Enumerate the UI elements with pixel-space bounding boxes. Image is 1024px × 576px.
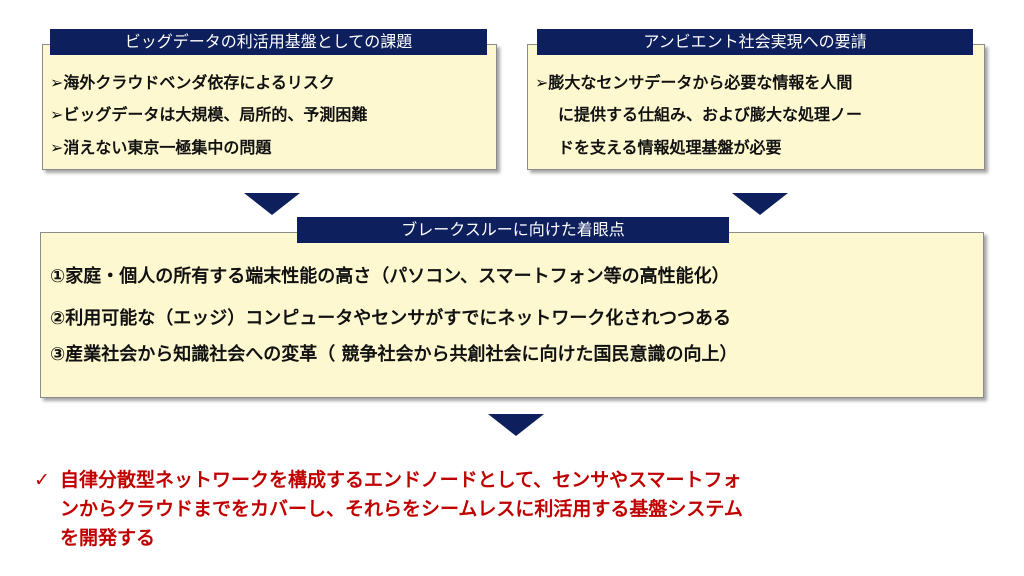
panel-left [42, 44, 497, 170]
panel-right-line-2: に提供する仕組み、および膨大な処理ノー [558, 105, 863, 124]
panel-center [40, 232, 984, 398]
panel-right-line-3: ドを支える情報処理基盤が必要 [558, 138, 782, 157]
panel-center-item-1: ①家庭・個人の所有する端末性能の高さ（パソコン、スマートフォン等の高性能化） [50, 266, 730, 287]
check-icon: ✓ [34, 469, 50, 491]
panel-right [527, 44, 985, 170]
panel-left-item-1: ➢海外クラウドベンダ依存によるリスク [50, 73, 335, 92]
panel-left-item-3: ➢消えない東京一極集中の問題 [50, 138, 272, 157]
conclusion: ✓ 自律分散型ネットワークを構成するエンドノードとして、センサやスマートフォ ンか… [34, 466, 994, 553]
panel-right-title: アンビエント社会実現への要請 [537, 29, 973, 55]
panel-left-item-2: ➢ビッグデータは大規模、局所的、予測困難 [50, 105, 368, 124]
conclusion-line-2: ンからクラウドまでをカバーし、それらをシームレスに利活用する基盤システム [60, 498, 743, 520]
arrow-down-right [732, 193, 788, 215]
panel-left-title: ビッグデータの利活用基盤としての課題 [50, 29, 487, 55]
conclusion-line-3: を開発する [60, 527, 156, 549]
panel-center-item-2: ②利用可能な（エッジ）コンピュータやセンサがすでにネットワーク化されつつある [50, 308, 732, 329]
conclusion-line-1: ✓ 自律分散型ネットワークを構成するエンドノードとして、センサやスマートフォ [34, 466, 994, 495]
arrow-down-center [488, 414, 544, 436]
arrow-down-left [244, 193, 300, 215]
conclusion-text-1: 自律分散型ネットワークを構成するエンドノードとして、センサやスマートフォ [60, 469, 742, 491]
panel-center-title: ブレークスルーに向けた着眼点 [297, 217, 729, 243]
panel-center-item-3: ③産業社会から知識社会への変革（ 競争社会から共創社会に向けた国民意識の向上） [50, 344, 738, 365]
panel-right-line-1: ➢膨大なセンサデータから必要な情報を人間 [535, 73, 853, 92]
